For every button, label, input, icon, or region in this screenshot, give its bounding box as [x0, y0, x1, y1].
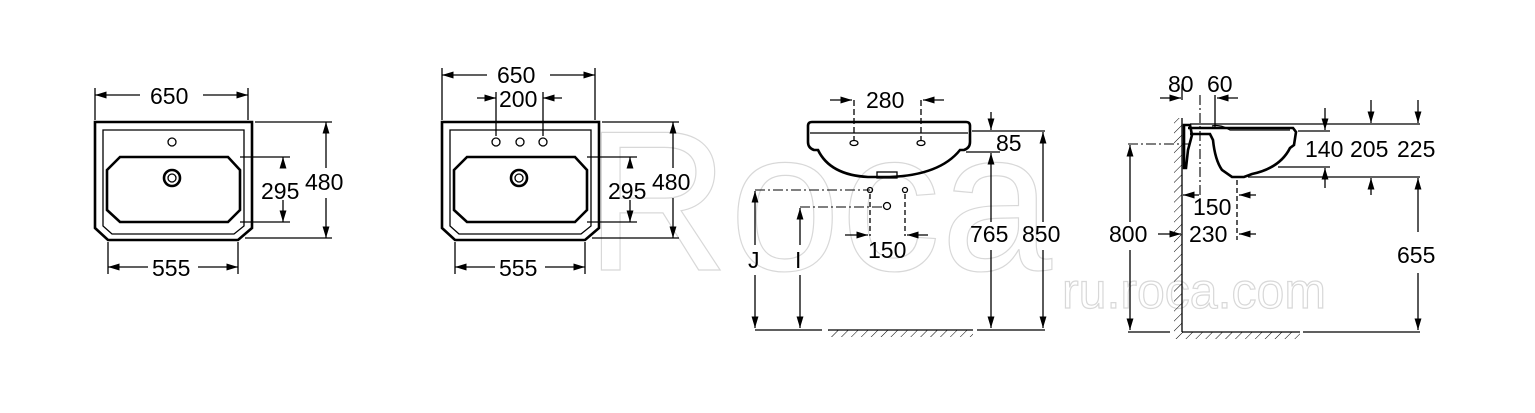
side-view: 80 60 140 205 225 655 150 230 800: [1109, 71, 1435, 339]
label-i: I: [795, 247, 801, 273]
wall-hatch: [1174, 118, 1182, 332]
dim-top-height: 850: [1022, 221, 1060, 247]
dim-depth: 480: [305, 169, 343, 195]
dim-tap-offset: 60: [1207, 71, 1233, 97]
dim-bowl-width: 555: [499, 255, 537, 281]
dim-bowl-width: 555: [152, 255, 190, 281]
dim-bottom-height: 765: [970, 221, 1008, 247]
dim-230: 230: [1189, 221, 1227, 247]
dim-wall-offset: 80: [1168, 71, 1194, 97]
floor-hatch: [828, 330, 973, 337]
dim-225: 225: [1397, 136, 1435, 162]
dim-fix-height: 800: [1109, 221, 1147, 247]
watermark-brand: Roca: [585, 90, 1053, 313]
dim-rim-height: 85: [996, 130, 1022, 156]
dim-150: 150: [1193, 194, 1231, 220]
label-j: J: [748, 247, 760, 273]
dim-depth: 480: [652, 169, 690, 195]
top-view-three-hole: 650 200 480 295 555: [440, 62, 690, 281]
dim-tap-spacing: 280: [866, 87, 904, 113]
dim-width: 650: [150, 83, 188, 109]
dim-140: 140: [1305, 136, 1343, 162]
dim-bowl-depth: 295: [608, 178, 646, 204]
top-view-single-hole: 650 480 295 555: [93, 83, 343, 281]
dim-205: 205: [1350, 136, 1388, 162]
watermark: Roca ru.roca.com: [584, 89, 1326, 319]
dim-tap-spacing: 200: [499, 86, 537, 112]
watermark-url: ru.roca.com: [1062, 263, 1326, 319]
floor-hatch: [1174, 332, 1300, 339]
front-view: 280 85 765 850 150 J I: [748, 87, 1060, 337]
dim-drain-height: 655: [1397, 242, 1435, 268]
dim-width: 650: [497, 62, 535, 88]
dim-bowl-depth: 295: [261, 178, 299, 204]
dim-supply-spacing: 150: [868, 237, 906, 263]
